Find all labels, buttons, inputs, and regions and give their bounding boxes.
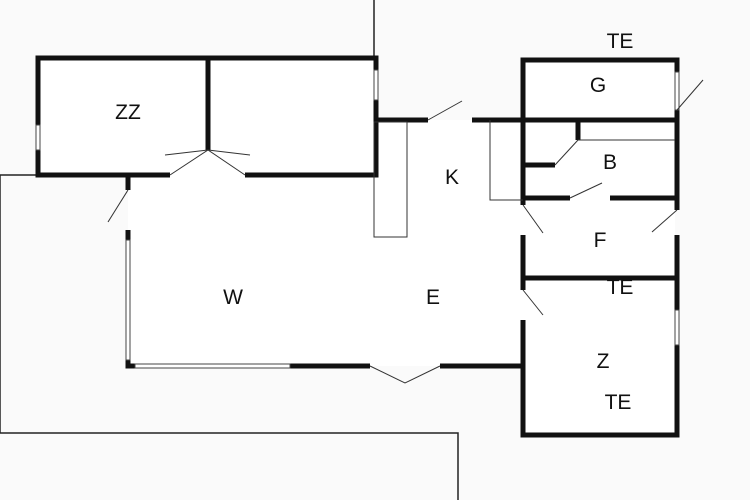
room-label-b: B — [602, 151, 618, 174]
room-label-terrace-top: TE — [606, 30, 634, 53]
room-label-e: E — [425, 286, 441, 309]
walls — [35, 55, 680, 438]
windows — [35, 69, 680, 369]
room-label-f: F — [593, 229, 607, 252]
room-label-g: G — [589, 74, 607, 97]
room-label-k: K — [444, 166, 460, 189]
room-label-w: W — [223, 286, 243, 309]
room-label-terrace-mid: TE — [606, 276, 634, 299]
stair — [373, 121, 408, 238]
room-label-zz: ZZ — [115, 101, 141, 124]
room-label-z: Z — [596, 350, 610, 373]
fixtures — [107, 79, 704, 384]
living-floor — [128, 120, 523, 366]
terrace-outline — [0, 0, 459, 500]
room-label-terrace-bottom: TE — [604, 391, 632, 414]
